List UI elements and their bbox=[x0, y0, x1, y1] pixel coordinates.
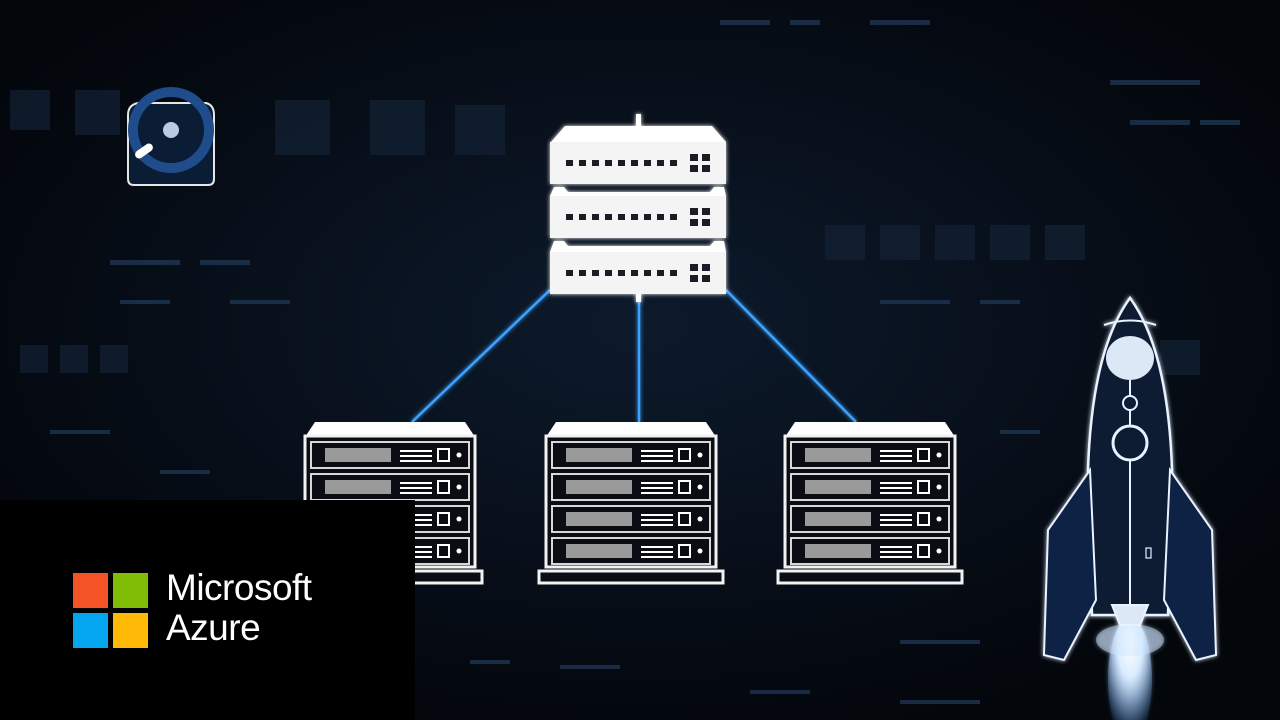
logo-yellow-square bbox=[113, 613, 148, 648]
brand-wordmark: Microsoft Azure bbox=[166, 568, 312, 648]
server-rack-icon-right bbox=[776, 420, 964, 585]
logo-backdrop bbox=[0, 500, 415, 720]
logo-blue-square bbox=[73, 613, 108, 648]
background-data-pattern bbox=[10, 90, 1200, 375]
brand-line-2: Azure bbox=[166, 607, 261, 648]
logo-red-square bbox=[73, 573, 108, 608]
network-switch-icon bbox=[550, 114, 726, 302]
network-connections bbox=[411, 289, 857, 423]
microsoft-logo-icon bbox=[73, 573, 148, 648]
hard-drive-icon bbox=[127, 87, 215, 186]
server-rack-icon-center bbox=[537, 420, 725, 585]
rocket-icon bbox=[1042, 295, 1218, 720]
brand-line-1: Microsoft bbox=[166, 567, 312, 608]
logo-green-square bbox=[113, 573, 148, 608]
